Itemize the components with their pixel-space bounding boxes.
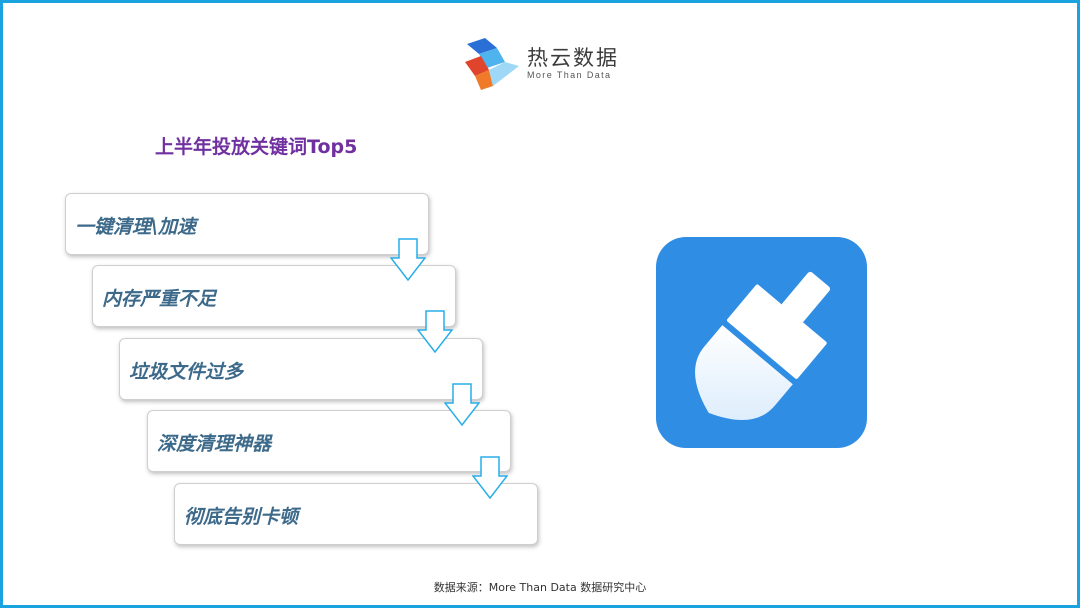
keyword-item-5: 彻底告别卡顿 [174, 483, 538, 545]
brand-mark-icon [465, 38, 519, 90]
keyword-label: 内存严重不足 [102, 288, 217, 310]
section-title: 上半年投放关键词Top5 [155, 136, 358, 158]
keyword-label: 深度清理神器 [157, 433, 272, 455]
keyword-item-3: 垃圾文件过多 [119, 338, 483, 400]
brand-slogan: More Than Data [527, 70, 612, 80]
keyword-label: 彻底告别卡顿 [184, 506, 299, 528]
data-source-note: 数据来源：More Than Data 数据研究中心 [433, 581, 647, 594]
down-arrow-icon [417, 310, 453, 354]
keyword-item-1: 一键清理\加速 [65, 193, 429, 255]
cleaner-brush-icon [695, 271, 831, 421]
down-arrow-icon [390, 238, 426, 282]
down-arrow-icon [472, 456, 508, 500]
brand-logo: 热云数据 More Than Data [463, 36, 633, 92]
keyword-label: 一键清理\加速 [75, 216, 196, 238]
brand-name: 热云数据 [527, 46, 619, 70]
keyword-item-2: 内存严重不足 [92, 265, 456, 327]
keyword-label: 垃圾文件过多 [129, 361, 244, 383]
keyword-item-4: 深度清理神器 [147, 410, 511, 472]
cleaner-app-icon [656, 237, 867, 448]
down-arrow-icon [444, 383, 480, 427]
